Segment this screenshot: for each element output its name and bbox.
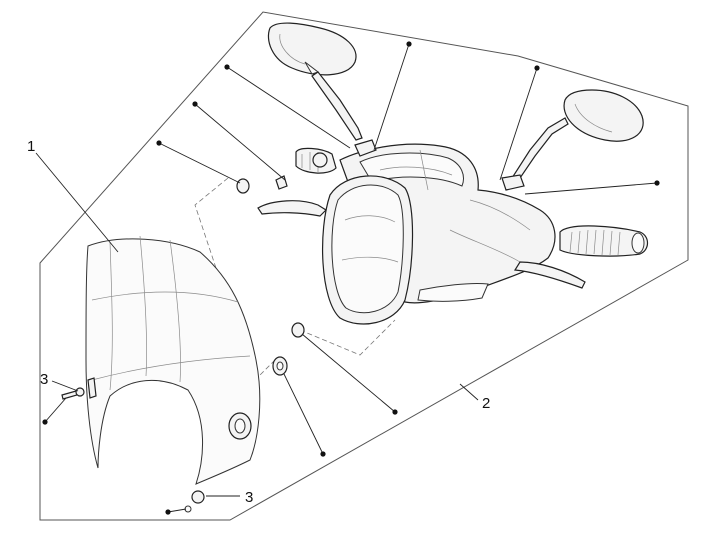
grommet-inner xyxy=(276,361,284,371)
callout-windscreen: 1 xyxy=(27,138,35,155)
bushing-icon xyxy=(275,175,288,190)
leader-dot xyxy=(192,101,198,107)
leader-dot xyxy=(224,64,230,70)
callout-leader-1 xyxy=(35,152,119,253)
leader-line xyxy=(194,103,286,181)
leader-dot xyxy=(534,65,540,71)
leader-dot xyxy=(654,180,660,186)
windscreen-icon xyxy=(85,235,261,485)
callout-leader-2 xyxy=(459,383,479,401)
leader-line xyxy=(158,142,241,184)
leader-dot xyxy=(156,140,162,146)
leader-line xyxy=(499,67,538,181)
leader-line xyxy=(301,333,396,413)
assembly-line xyxy=(299,319,396,356)
leader-line xyxy=(283,373,324,455)
screw-lower-icon xyxy=(184,490,205,513)
mirror-right-icon xyxy=(511,89,644,182)
leader-line xyxy=(226,66,351,149)
leader-dot xyxy=(320,451,326,457)
leader-dot xyxy=(42,419,48,425)
leader-dot xyxy=(392,409,398,415)
grommet-icon xyxy=(291,322,305,338)
screw-upper-icon xyxy=(61,387,85,400)
leader-line xyxy=(44,397,67,423)
leader-line xyxy=(524,182,658,195)
leader-dot xyxy=(406,41,412,47)
callout-leader-3-upper xyxy=(51,380,79,392)
mirror-left-icon xyxy=(267,22,363,141)
leader-line xyxy=(167,508,187,513)
kit-frame xyxy=(39,11,689,521)
callout-fastener-upper: 3 xyxy=(40,371,48,388)
handlebar-assembly xyxy=(257,22,649,325)
callout-kit: 2 xyxy=(482,395,490,412)
leader-line xyxy=(373,43,410,151)
callout-fastener-lower: 3 xyxy=(245,489,253,506)
grommet-icon xyxy=(236,178,250,194)
leader-dot xyxy=(165,509,171,515)
